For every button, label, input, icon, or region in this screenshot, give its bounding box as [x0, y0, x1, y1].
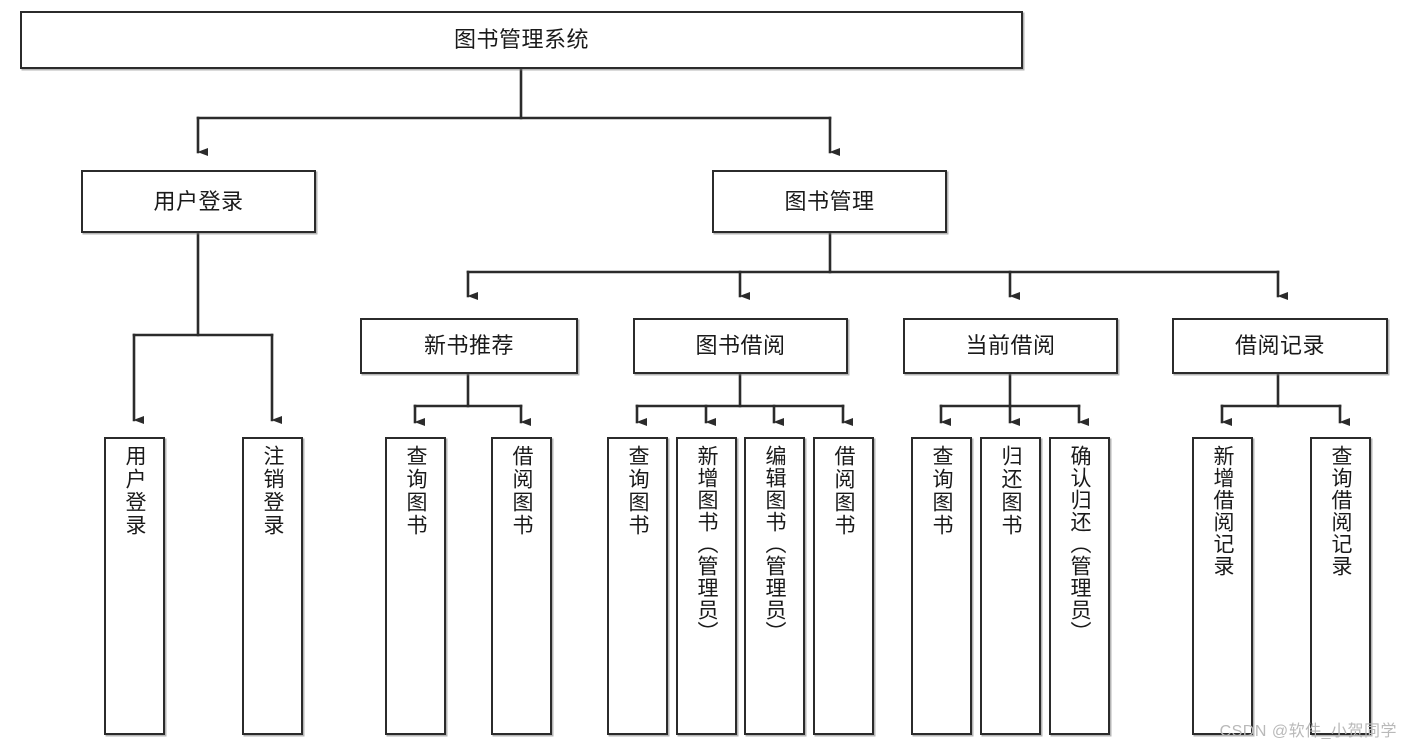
node-leaf-add-book-admin[interactable]: 新增图书（管理员）	[676, 437, 737, 735]
node-leaf-query-book-3[interactable]: 查询图书	[911, 437, 972, 735]
node-leaf-query-book-3-label: 查询图书	[930, 445, 953, 537]
node-leaf-query-book-1-label: 查询图书	[404, 445, 427, 537]
node-user-login[interactable]: 用户登录	[81, 170, 316, 233]
node-leaf-add-borrow-record[interactable]: 新增借阅记录	[1192, 437, 1253, 735]
node-root-system-label: 图书管理系统	[453, 27, 589, 53]
node-leaf-confirm-return-admin[interactable]: 确认归还（管理员）	[1049, 437, 1110, 735]
node-leaf-query-book-2[interactable]: 查询图书	[607, 437, 668, 735]
node-leaf-user-login[interactable]: 用户登录	[104, 437, 165, 735]
node-leaf-query-borrow-record-label: 查询借阅记录	[1329, 445, 1352, 577]
node-borrow-record-label: 借阅记录	[1234, 333, 1325, 359]
node-current-borrow-label: 当前借阅	[965, 333, 1056, 359]
node-leaf-logout[interactable]: 注销登录	[242, 437, 303, 735]
node-leaf-edit-book-admin-label: 编辑图书（管理员）	[763, 445, 786, 643]
node-root-system[interactable]: 图书管理系统	[20, 11, 1023, 69]
node-leaf-logout-label: 注销登录	[261, 445, 284, 537]
csdn-watermark: CSDN @软件_小贺同学	[1219, 723, 1397, 740]
node-book-borrow-label: 图书借阅	[695, 333, 786, 359]
node-leaf-return-book-label: 归还图书	[999, 445, 1022, 537]
node-leaf-return-book[interactable]: 归还图书	[980, 437, 1041, 735]
node-leaf-borrow-book-2-label: 借阅图书	[832, 445, 855, 537]
node-user-login-label: 用户登录	[153, 188, 244, 214]
node-leaf-user-login-label: 用户登录	[123, 445, 146, 537]
node-current-borrow[interactable]: 当前借阅	[903, 318, 1118, 374]
node-leaf-borrow-book-1[interactable]: 借阅图书	[491, 437, 552, 735]
node-leaf-edit-book-admin[interactable]: 编辑图书（管理员）	[744, 437, 805, 735]
node-leaf-add-book-admin-label: 新增图书（管理员）	[695, 445, 718, 643]
node-new-book-recommendation[interactable]: 新书推荐	[360, 318, 578, 374]
node-book-manage-label: 图书管理	[784, 188, 875, 214]
node-leaf-borrow-book-1-label: 借阅图书	[510, 445, 533, 537]
node-book-manage[interactable]: 图书管理	[712, 170, 947, 233]
node-leaf-add-borrow-record-label: 新增借阅记录	[1211, 445, 1234, 577]
node-borrow-record[interactable]: 借阅记录	[1172, 318, 1388, 374]
node-leaf-confirm-return-admin-label: 确认归还（管理员）	[1068, 445, 1091, 643]
node-leaf-query-borrow-record[interactable]: 查询借阅记录	[1310, 437, 1371, 735]
node-book-borrow[interactable]: 图书借阅	[633, 318, 848, 374]
node-new-book-recommendation-label: 新书推荐	[423, 333, 514, 359]
node-leaf-query-book-1[interactable]: 查询图书	[385, 437, 446, 735]
node-leaf-query-book-2-label: 查询图书	[626, 445, 649, 537]
node-leaf-borrow-book-2[interactable]: 借阅图书	[813, 437, 874, 735]
